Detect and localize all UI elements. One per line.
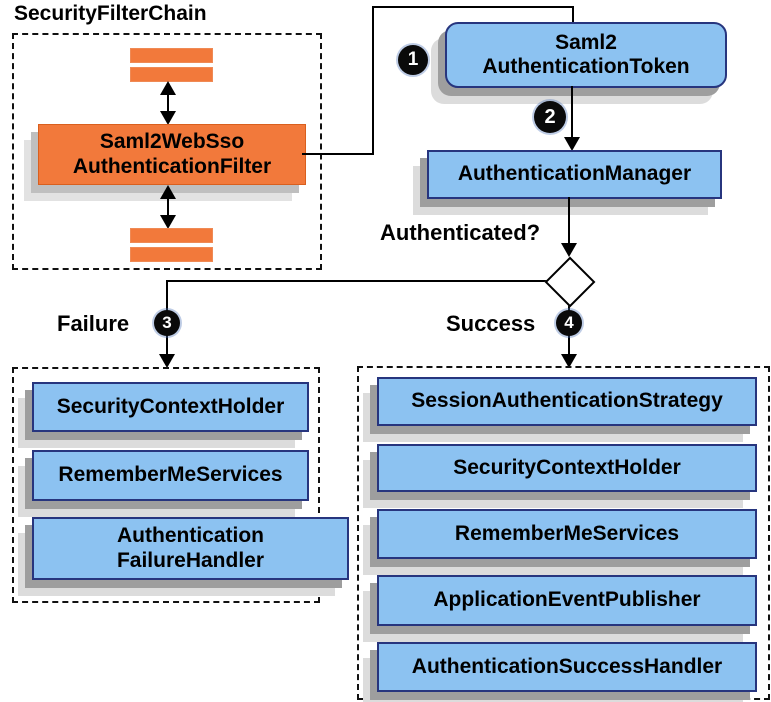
filter-chain-connector-line [167, 191, 169, 223]
success-handler-box: RememberMeServices [377, 509, 757, 559]
arrow-down-icon [564, 137, 580, 151]
success-handlers-container: SessionAuthenticationStrategy SecurityCo… [357, 366, 770, 700]
arrow-down-icon [160, 215, 176, 229]
filter-placeholder-bar [130, 247, 213, 262]
authentication-manager-box: AuthenticationManager [427, 150, 722, 199]
filter-to-token-connector [572, 6, 574, 23]
manager-to-decision-arrow [568, 197, 570, 244]
saml2-websso-authentication-filter-box: Saml2WebSso AuthenticationFilter [38, 124, 306, 185]
saml2-authentication-token-box: Saml2 AuthenticationToken [445, 22, 727, 88]
failure-handler-box: RememberMeServices [32, 450, 309, 501]
security-filter-chain-container: Saml2WebSso AuthenticationFilter [12, 33, 322, 270]
arrow-down-icon [561, 354, 577, 368]
success-handler-box: AuthenticationSuccessHandler [377, 642, 757, 692]
success-label: Success [446, 311, 536, 336]
arrow-down-icon [160, 111, 176, 125]
authenticated-question-label: Authenticated? [380, 220, 541, 245]
arrow-up-icon [160, 185, 176, 199]
filter-placeholder-bar [130, 228, 213, 243]
step-1-badge: 1 [398, 45, 428, 75]
arrow-down-icon [159, 354, 175, 368]
filter-chain-connector-line [167, 87, 169, 119]
success-handler-box: SecurityContextHolder [377, 444, 757, 492]
filter-to-token-connector [302, 153, 373, 155]
decision-to-failure-connector [166, 280, 550, 282]
token-to-manager-arrow [571, 86, 573, 138]
step-3-badge: 3 [154, 310, 180, 336]
failure-handler-box: SecurityContextHolder [32, 382, 309, 432]
filter-to-token-connector [372, 6, 574, 8]
success-handler-box: ApplicationEventPublisher [377, 575, 757, 626]
security-filter-chain-title: SecurityFilterChain [14, 2, 207, 25]
success-handler-box: SessionAuthenticationStrategy [377, 377, 757, 426]
arrow-up-icon [160, 81, 176, 95]
filter-placeholder-bar [130, 67, 213, 82]
arrow-down-icon [561, 243, 577, 257]
failure-label: Failure [57, 311, 130, 336]
decision-diamond [544, 256, 596, 308]
step-4-badge: 4 [556, 310, 582, 336]
step-2-badge: 2 [534, 101, 566, 133]
failure-handlers-container: SecurityContextHolder RememberMeServices… [12, 367, 349, 603]
filter-placeholder-bar [130, 48, 213, 63]
failure-handler-box: Authentication FailureHandler [32, 517, 349, 580]
filter-to-token-connector [372, 6, 374, 155]
